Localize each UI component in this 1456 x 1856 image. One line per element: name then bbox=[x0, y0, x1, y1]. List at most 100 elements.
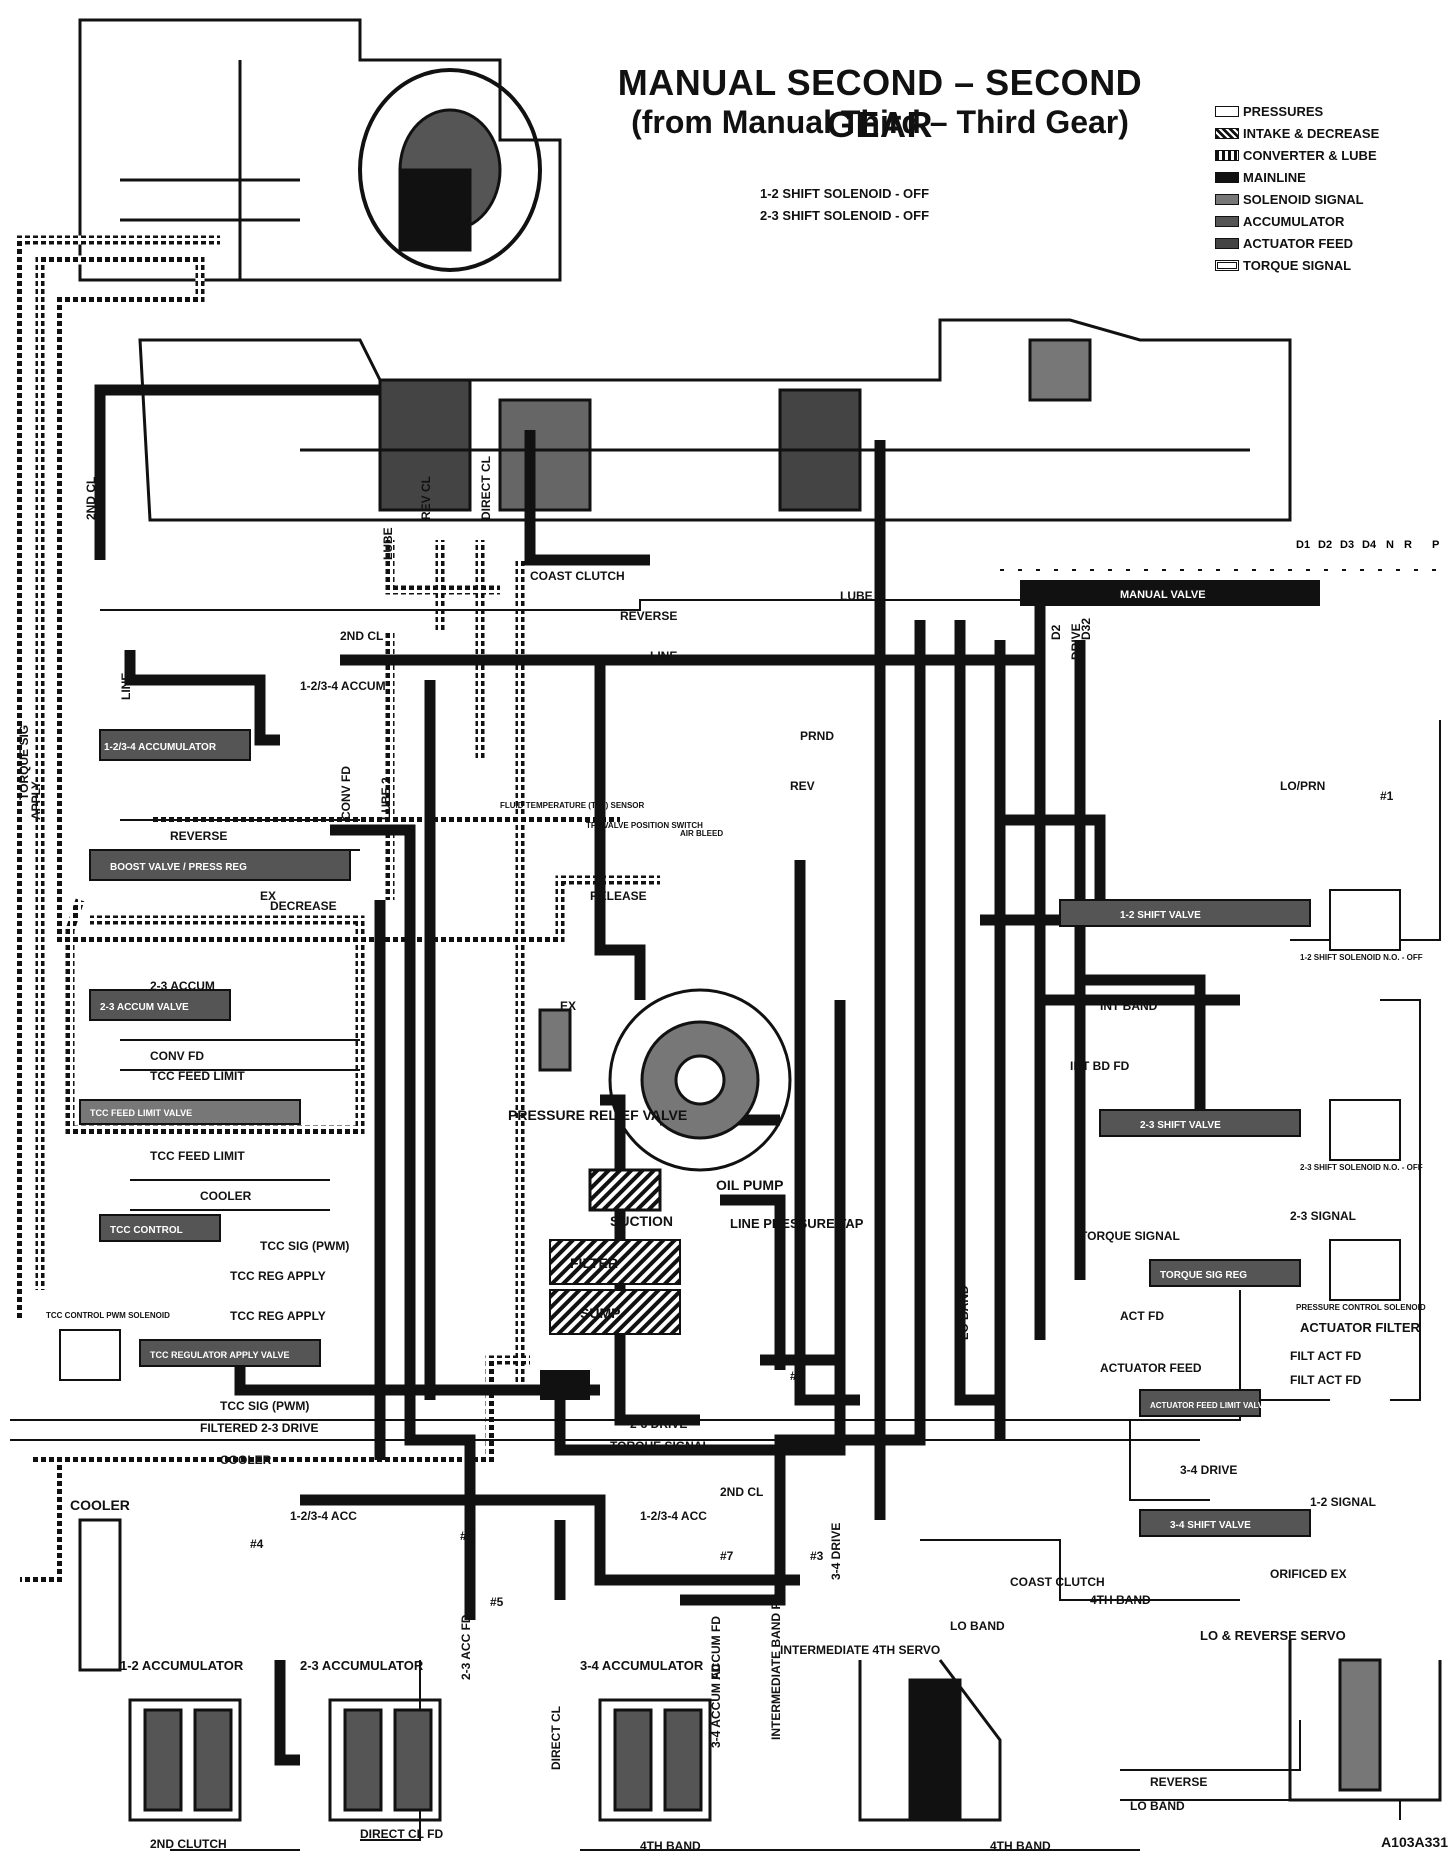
circuit-label: PRND bbox=[800, 729, 834, 743]
circuit-label: TCC FEED LIMIT bbox=[150, 1149, 245, 1163]
circuit-label: ORIFICED EX bbox=[1270, 1567, 1347, 1581]
range-d2: D2 bbox=[1318, 539, 1332, 551]
circuit-label: COOLER bbox=[200, 1189, 252, 1203]
circuit-label: 2-3 ACCUM bbox=[150, 979, 215, 993]
circuit-label: ACTUATOR FEED bbox=[1100, 1361, 1202, 1375]
circuit-label: REV CL bbox=[419, 476, 433, 520]
legend-swatch bbox=[1215, 215, 1239, 227]
oil-pump-assembly bbox=[538, 988, 792, 1212]
accumulators bbox=[128, 1698, 712, 1822]
actuator-feed-limit-body bbox=[1139, 1389, 1261, 1417]
range-n: N bbox=[1386, 539, 1394, 551]
actuator-filter-label: ACTUATOR FILTER bbox=[1300, 1320, 1420, 1335]
circuit-label: FILT ACT FD bbox=[1290, 1349, 1362, 1363]
circuit-label: 1-2/3-4 ACC bbox=[640, 1509, 707, 1523]
accum-valve-23-body bbox=[89, 989, 231, 1021]
cooler bbox=[78, 1518, 122, 1672]
circuit-label: #1 bbox=[1380, 789, 1394, 803]
legend-label: INTAKE & DECREASE bbox=[1243, 125, 1380, 141]
oil-pump-label: OIL PUMP bbox=[716, 1177, 783, 1193]
circuit-label: D32 bbox=[1079, 618, 1093, 640]
circuit-label: 2ND CL bbox=[340, 629, 383, 643]
circuit-label: COAST CLUTCH bbox=[530, 569, 625, 583]
circuit-label: TORQUE SIGNAL bbox=[1080, 1229, 1180, 1243]
shift-valve-12-body bbox=[1059, 899, 1311, 927]
tft-label: FLUID TEMPERATURE (TFT) SENSOR bbox=[500, 801, 645, 810]
boost-valve-body bbox=[89, 849, 351, 881]
circuit-label: LO BAND bbox=[957, 1285, 971, 1340]
line-tap-label: LINE PRESSURE TAP bbox=[730, 1216, 864, 1231]
manual-valve-label: MANUAL VALVE bbox=[1120, 589, 1206, 601]
circuit-label: LINE bbox=[119, 673, 133, 700]
circuit-label: ACT FD bbox=[1120, 1309, 1164, 1323]
diagram-title: MANUAL SECOND – SECOND GEAR bbox=[617, 62, 1143, 145]
acc-12-label: 1-2 ACCUMULATOR bbox=[120, 1658, 244, 1673]
accum-124-label: 1-2/3-4 ACCUMULATOR bbox=[104, 742, 217, 753]
valve-bodies bbox=[59, 580, 1401, 1537]
shift-valve-12-label: 1-2 SHIFT VALVE bbox=[1120, 910, 1201, 921]
legend-label: PRESSURES bbox=[1243, 103, 1324, 119]
circuit-label: TCC REG APPLY bbox=[230, 1309, 326, 1323]
legend-label: TORQUE SIGNAL bbox=[1243, 257, 1352, 273]
legend-label: MAINLINE bbox=[1243, 169, 1306, 185]
legend-label: ACTUATOR FEED bbox=[1243, 235, 1354, 251]
circuit-label: 4TH BAND bbox=[990, 1839, 1051, 1853]
actuator-feed-label: ACTUATOR FEED LIMIT VALVE bbox=[1150, 1401, 1269, 1410]
legend-swatch bbox=[1215, 127, 1239, 139]
legend-item-converter: CONVERTER & LUBE bbox=[1215, 144, 1451, 166]
component-labels: MANUAL VALVE 1-2/3-4 ACCUMULATOR BOOST V… bbox=[46, 589, 1426, 1673]
circuit-label: #3 bbox=[810, 1549, 824, 1563]
solenoid-state-23: 2-3 SHIFT SOLENOID - OFF bbox=[760, 208, 930, 223]
circuit-label: FILTERED 2-3 DRIVE bbox=[200, 1421, 318, 1435]
circuit-label: DRIVE bbox=[1069, 623, 1083, 660]
legend-swatch bbox=[1215, 237, 1239, 249]
shift-valve-23-body bbox=[1099, 1109, 1301, 1137]
circuit-label: #7 bbox=[720, 1549, 734, 1563]
suction-label: SUCTION bbox=[610, 1213, 673, 1229]
circuit-label: INT BAND bbox=[1100, 999, 1158, 1013]
circuit-label: #5 bbox=[490, 1595, 504, 1609]
circuit-label: DIRECT CL FD bbox=[360, 1827, 443, 1841]
circuit-label: TORQUE SIG bbox=[17, 725, 31, 800]
circuit-label: D2 bbox=[1049, 624, 1063, 640]
legend-swatch bbox=[1215, 149, 1239, 161]
accum-124-body bbox=[99, 729, 251, 761]
tcc-regulator-body bbox=[139, 1339, 321, 1367]
int-servo-label: INTERMEDIATE 4TH SERVO bbox=[780, 1643, 940, 1657]
acc-23-label: 2-3 ACCUMULATOR bbox=[300, 1658, 424, 1673]
tcc-pwm-solenoid-body bbox=[59, 1329, 121, 1381]
legend-label: CONVERTER & LUBE bbox=[1243, 147, 1377, 163]
circuit-label: LO/PRN bbox=[1280, 779, 1325, 793]
legend-swatch bbox=[1215, 193, 1239, 205]
circuit-label: DECREASE bbox=[270, 899, 337, 913]
legend-item-accumulator: ACCUMULATOR bbox=[1215, 210, 1451, 232]
boost-valve-label: BOOST VALVE / PRESS REG bbox=[110, 862, 247, 873]
circuit-label: LO BAND bbox=[1130, 1799, 1185, 1813]
circuit-label: EX bbox=[260, 889, 276, 903]
manual-valve-body bbox=[1020, 580, 1320, 606]
legend: PRESSURES INTAKE & DECREASE CONVERTER & … bbox=[1215, 100, 1451, 276]
shift-valve-23-label: 2-3 SHIFT VALVE bbox=[1140, 1120, 1221, 1131]
circuit-label: LUBE 2 bbox=[379, 777, 393, 820]
circuit-label: 2-3 ACC FD bbox=[459, 1614, 473, 1680]
circuit-label: 2-3 DRIVE bbox=[630, 1417, 687, 1431]
circuit-label: #4 bbox=[250, 1537, 264, 1551]
circuit-label: FILT ACT FD bbox=[1290, 1373, 1362, 1387]
tcc-pwm-label: TCC CONTROL PWM SOLENOID bbox=[46, 1311, 170, 1320]
circuit-label: REVERSE bbox=[620, 609, 677, 623]
solenoid-state-12: 1-2 SHIFT SOLENOID - OFF bbox=[760, 186, 930, 201]
solenoid-23-body bbox=[1329, 1099, 1401, 1161]
circuit-label: 3-4 DRIVE bbox=[1180, 1463, 1237, 1477]
shift-valve-34-body bbox=[1139, 1509, 1311, 1537]
circuit-label: INT BD FD bbox=[1070, 1059, 1130, 1073]
legend-label: SOLENOID SIGNAL bbox=[1243, 191, 1364, 207]
torque-sig-reg-body bbox=[1149, 1259, 1301, 1287]
circuit-label: 1-2/3-4 ACC bbox=[290, 1509, 357, 1523]
air-bleed-label: AIR BLEED bbox=[680, 829, 723, 838]
circuit-label: 1-2 SIGNAL bbox=[1310, 1495, 1376, 1509]
circuit-label: TCC REG APPLY bbox=[230, 1269, 326, 1283]
circuit-label: 2-3 SIGNAL bbox=[1290, 1209, 1356, 1223]
range-d1: D1 bbox=[1296, 539, 1310, 551]
